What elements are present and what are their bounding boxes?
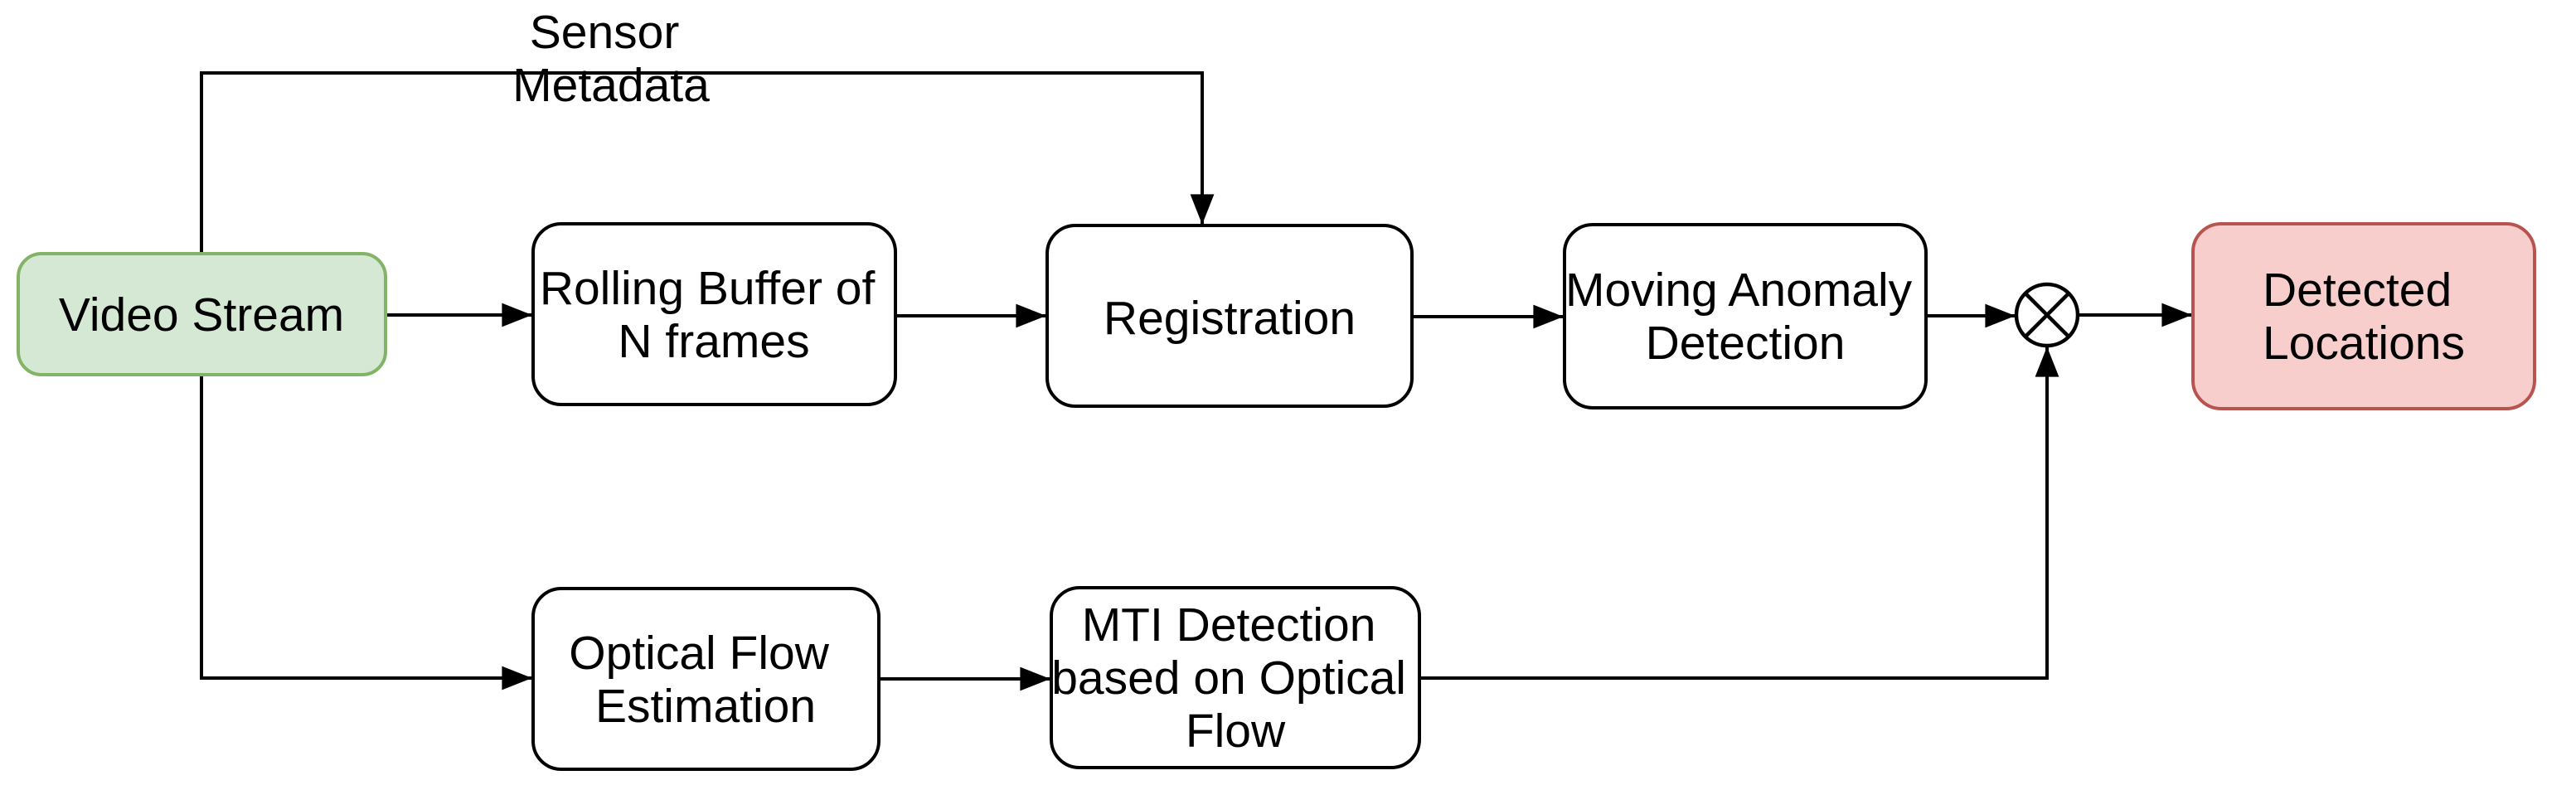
node-registration: Registration (1045, 224, 1414, 408)
moving-anomaly-label: Moving Anomaly Detection (1565, 264, 1925, 370)
video-stream-label: Video Stream (59, 288, 344, 342)
edge-video-stream-to-optical-flow (200, 375, 532, 691)
moving-anomaly-box (1563, 223, 1928, 409)
node-moving-anomaly: Moving Anomaly Detection (1563, 223, 1928, 409)
mti-detection-box (1050, 586, 1421, 769)
junction-cross-line-2 (2024, 292, 2070, 338)
optical-flow-box (531, 587, 880, 771)
node-mti-detection: MTI Detection based on Optical Flow (1050, 586, 1421, 769)
registration-box (1045, 224, 1414, 408)
edge-video-stream-to-registration-metadata (200, 71, 1215, 254)
node-rolling-buffer: Rolling Buffer of N frames (531, 222, 897, 406)
circled-times-junction-icon (2014, 282, 2080, 348)
optical-flow-label: Optical Flow Estimation (569, 627, 842, 733)
rolling-buffer-box (531, 222, 897, 406)
registration-label: Registration (1104, 292, 1356, 345)
detected-locations-box (2191, 222, 2536, 410)
edge-mti-to-junction (1419, 346, 2059, 680)
sensor-metadata-edge-label: Sensor Metadata (512, 6, 710, 112)
rolling-buffer-label: Rolling Buffer of N frames (540, 262, 888, 368)
mti-detection-label: MTI Detection based on Optical Flow (1051, 598, 1419, 758)
video-stream-box (17, 252, 387, 376)
detected-locations-label: Detected Locations (2263, 264, 2465, 370)
node-optical-flow: Optical Flow Estimation (531, 587, 880, 771)
node-detected-locations: Detected Locations (2191, 222, 2536, 410)
node-video-stream: Video Stream (17, 252, 387, 376)
